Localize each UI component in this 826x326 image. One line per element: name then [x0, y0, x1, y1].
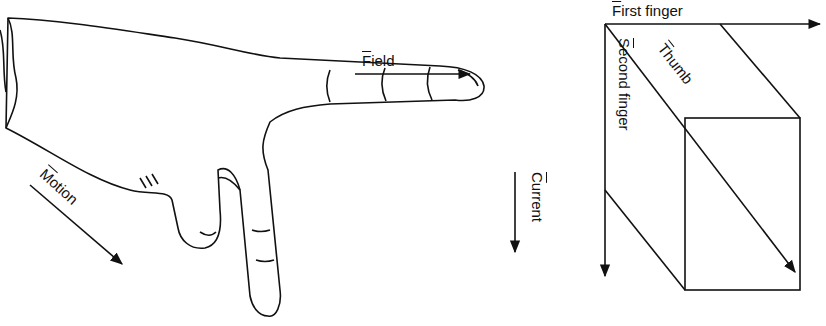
cube-front-face: [685, 118, 800, 290]
current-arrow: [514, 172, 516, 252]
current-label: Current: [529, 172, 546, 222]
hand-drawing: [0, 18, 484, 316]
field-arrow: [355, 73, 470, 75]
first-finger-label: First finger: [612, 2, 683, 19]
thumb-label: Thumb: [655, 40, 697, 87]
first-finger-axis: [605, 23, 820, 25]
direction-arrows: [30, 74, 515, 264]
second-finger-label: Second finger: [616, 38, 633, 131]
axes-cube: [605, 24, 820, 290]
motion-label: Motion: [37, 165, 82, 208]
thumb-axis: [605, 24, 795, 272]
cube-edge: [720, 24, 800, 118]
field-label: Field: [362, 52, 395, 69]
second-finger-axis: [604, 24, 606, 276]
cube-edge: [605, 190, 685, 290]
